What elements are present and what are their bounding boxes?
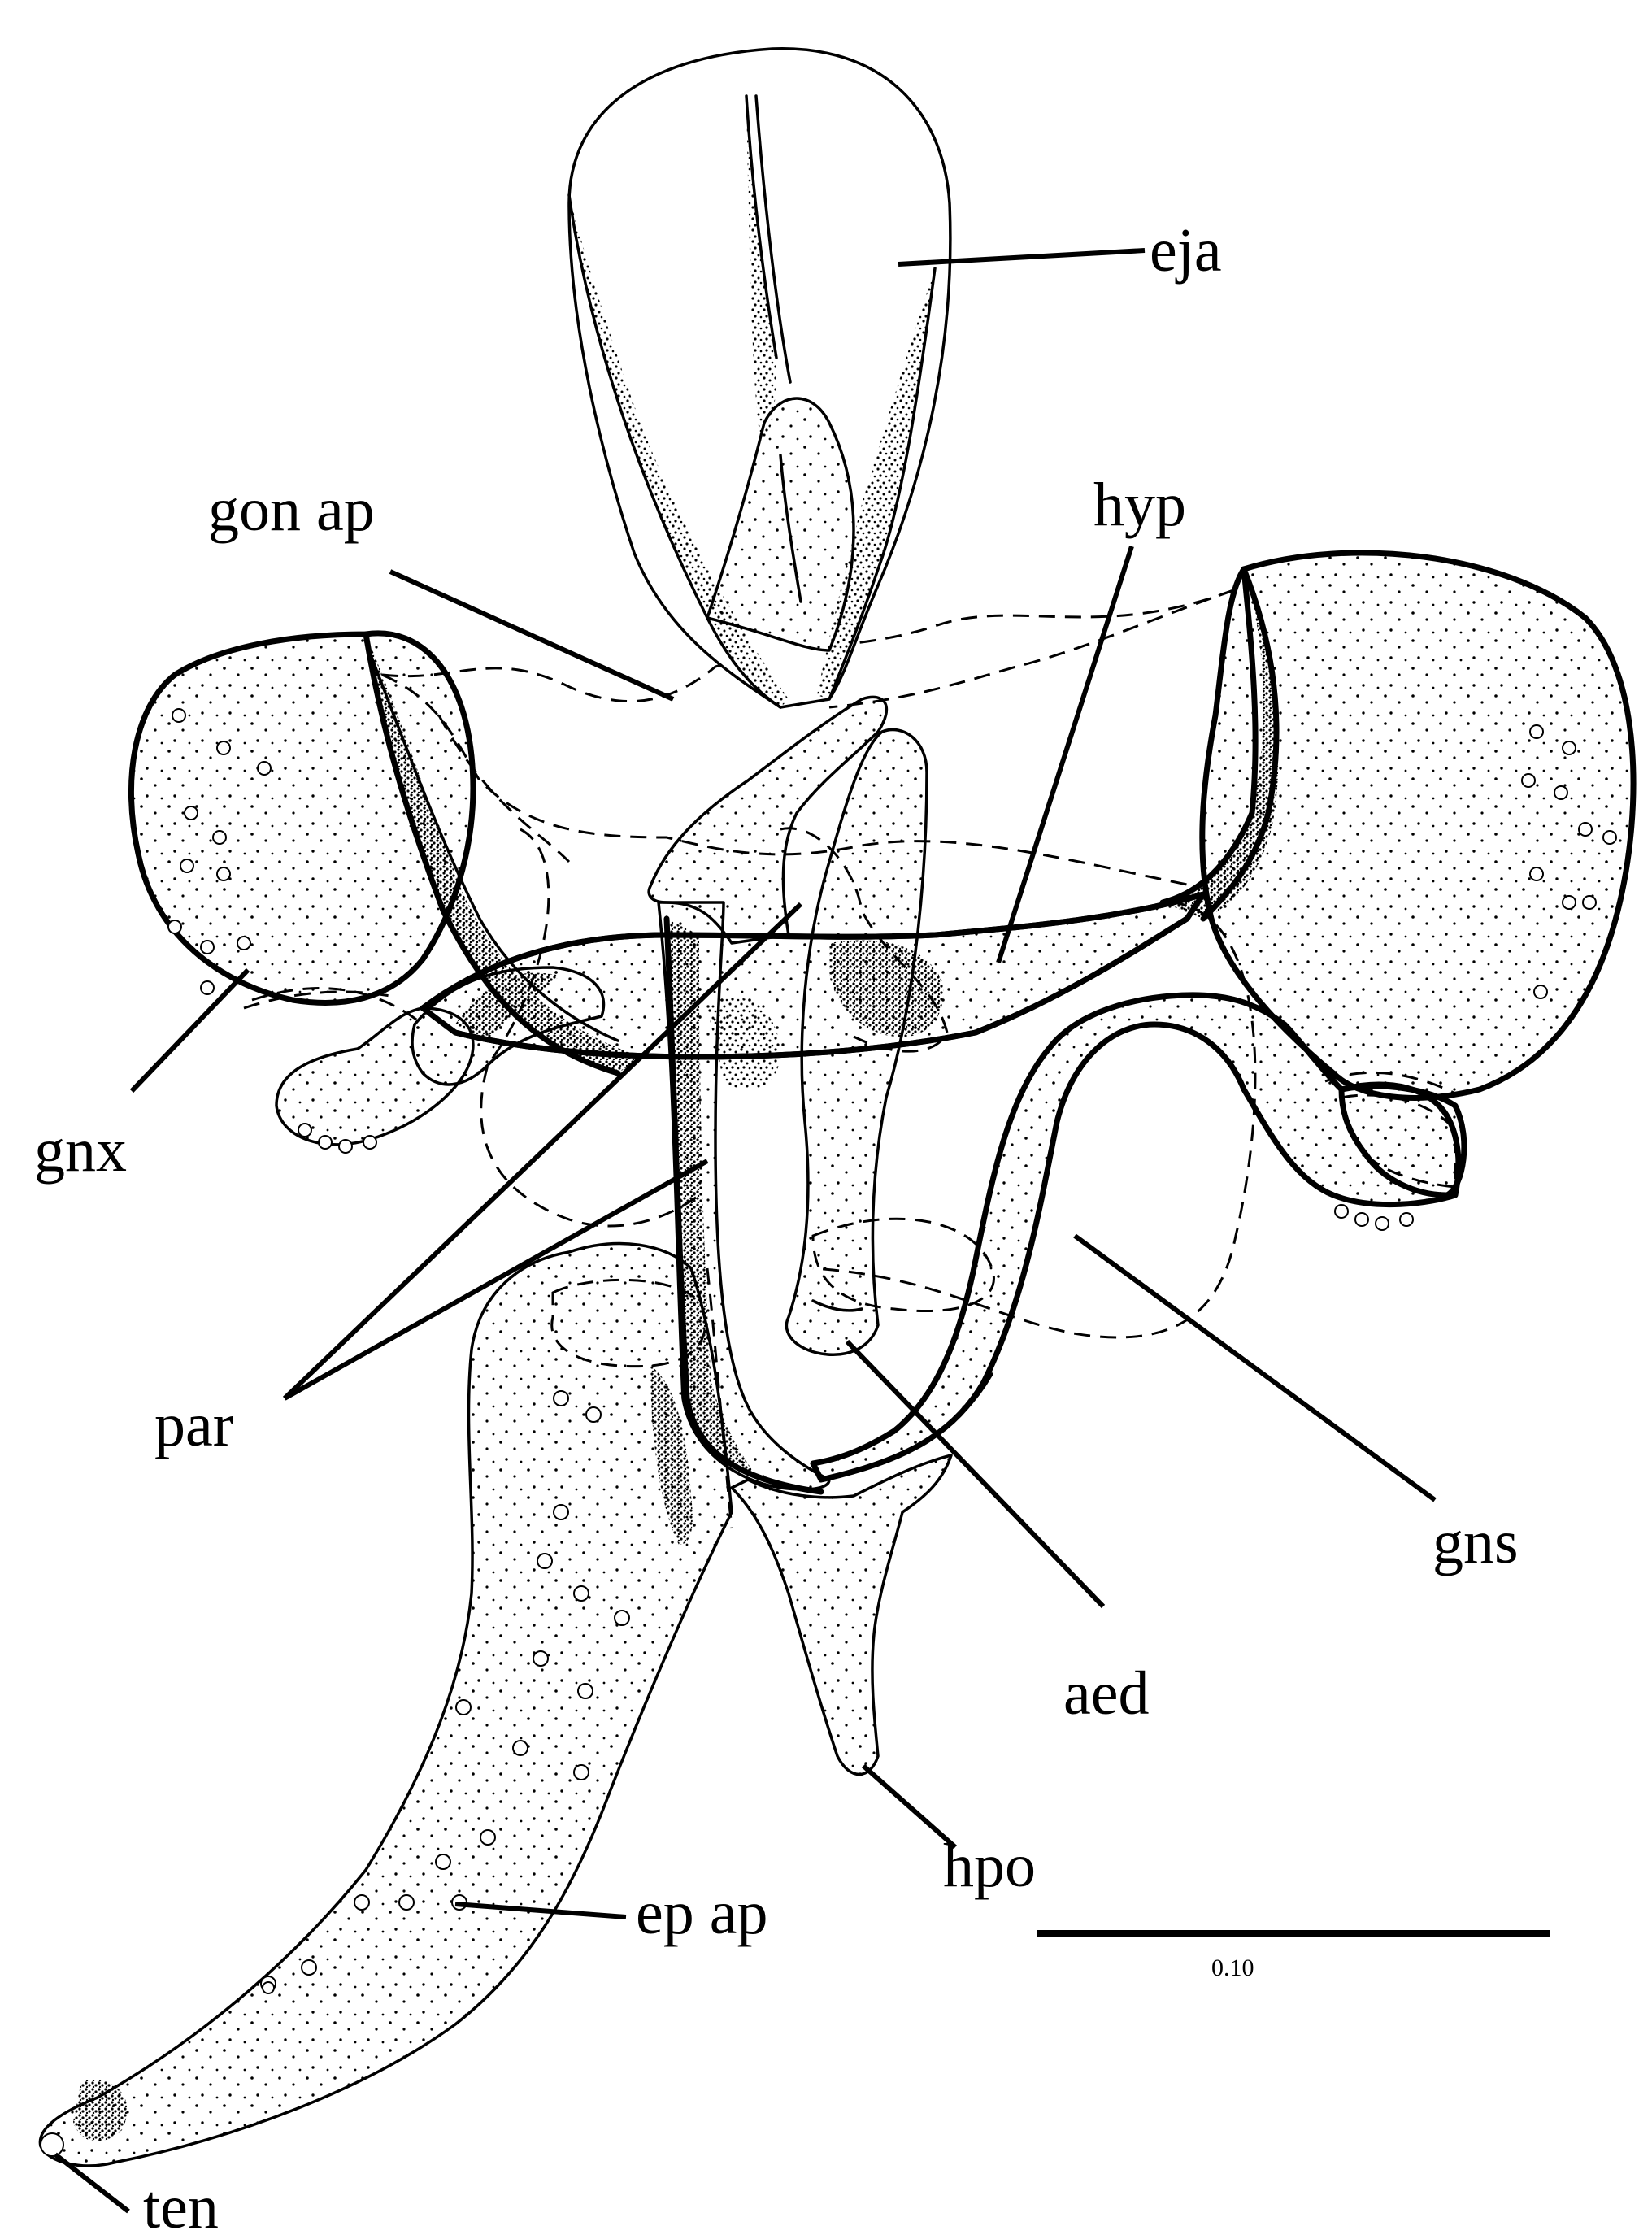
label-ten: ten — [143, 2173, 219, 2239]
label-eja: eja — [1150, 216, 1222, 285]
label-gnx: gnx — [34, 1116, 127, 1185]
ejaculatory-apodeme — [567, 47, 952, 709]
right-gonostylus-arm — [1159, 566, 1280, 922]
gns-sensilla — [1334, 1204, 1414, 1231]
gnx-sensilla — [167, 708, 272, 995]
ep-ap-sensilla — [260, 1390, 630, 1994]
label-par: par — [154, 1391, 233, 1459]
labels: eja gon ap hyp gnx par gns aed hpo ep ap… — [34, 216, 1519, 2239]
label-hpo: hpo — [943, 1832, 1036, 1900]
label-ep-ap: ep ap — [636, 1879, 767, 1947]
left-lobe-sensilla — [298, 1123, 377, 1154]
label-hyp: hyp — [1093, 471, 1186, 539]
label-aed: aed — [1063, 1659, 1149, 1728]
scale-bar-value: 0.10 — [1211, 1954, 1254, 1981]
gonostylus — [810, 992, 1462, 1483]
epandrial-apodeme — [38, 1241, 733, 2167]
leader-lines — [54, 248, 1437, 2214]
right-gonocoxite-sensilla — [1521, 724, 1617, 999]
label-gns: gns — [1432, 1508, 1519, 1576]
label-gon-ap: gon ap — [208, 476, 375, 544]
scale-bar: 0.10 — [1037, 1930, 1550, 1981]
hypoproct — [730, 1454, 953, 1776]
